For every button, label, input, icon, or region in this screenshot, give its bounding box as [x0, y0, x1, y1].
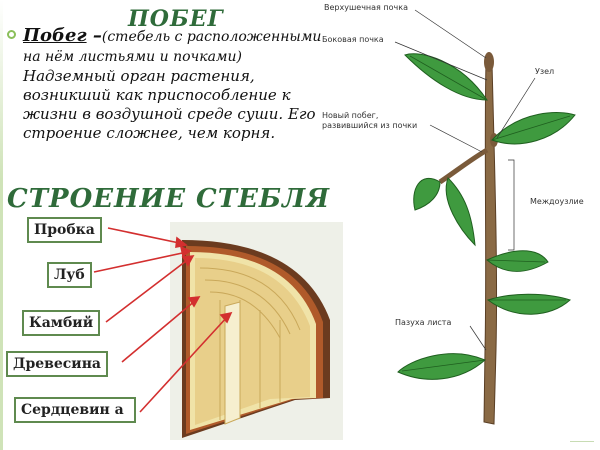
- label-lateral-bud: Боковая почка: [322, 35, 384, 44]
- definition-dash: –: [86, 25, 102, 46]
- definition-body: Надземный орган растения, возникший как …: [23, 67, 316, 142]
- label-phloem: Луб: [47, 262, 92, 288]
- apical-bud: [484, 52, 494, 72]
- pith: [224, 301, 241, 425]
- bullet-icon: [7, 30, 16, 39]
- new-shoot-stem: [438, 147, 489, 185]
- label-node: Узел: [535, 67, 554, 76]
- label-apical-bud: Верхушечная почка: [324, 3, 408, 12]
- label-leaf-axil: Пазуха листа: [395, 318, 451, 327]
- label-wood: Древесина: [6, 351, 109, 377]
- label-pith: Сердцевин а: [14, 397, 136, 423]
- leaf-veins: [401, 55, 571, 372]
- definition-term: Побег: [23, 25, 87, 46]
- definition-text: Побег –(стебель с расположенными на нём …: [23, 26, 323, 143]
- label-new-shoot-line2: развившийся из почки: [322, 121, 417, 130]
- definition-parenthetical: (стебель с расположенными на нём листьям…: [23, 29, 322, 65]
- main-stem: [483, 61, 498, 425]
- section-subtitle: СТРОЕНИЕ СТЕБЛЯ: [7, 184, 331, 214]
- shoot-pointers: [394, 9, 536, 351]
- label-new-shoot-line1: Новый побег,: [322, 111, 378, 120]
- left-accent-bar: [0, 0, 3, 450]
- label-arrows: [93, 227, 233, 413]
- label-internode: Междоузлие: [530, 197, 584, 206]
- label-cork: Пробка: [27, 217, 102, 243]
- slide-nav-bar: [570, 441, 594, 448]
- slide-title: ПОБЕГ: [128, 6, 224, 32]
- label-cambium: Камбий: [22, 310, 101, 336]
